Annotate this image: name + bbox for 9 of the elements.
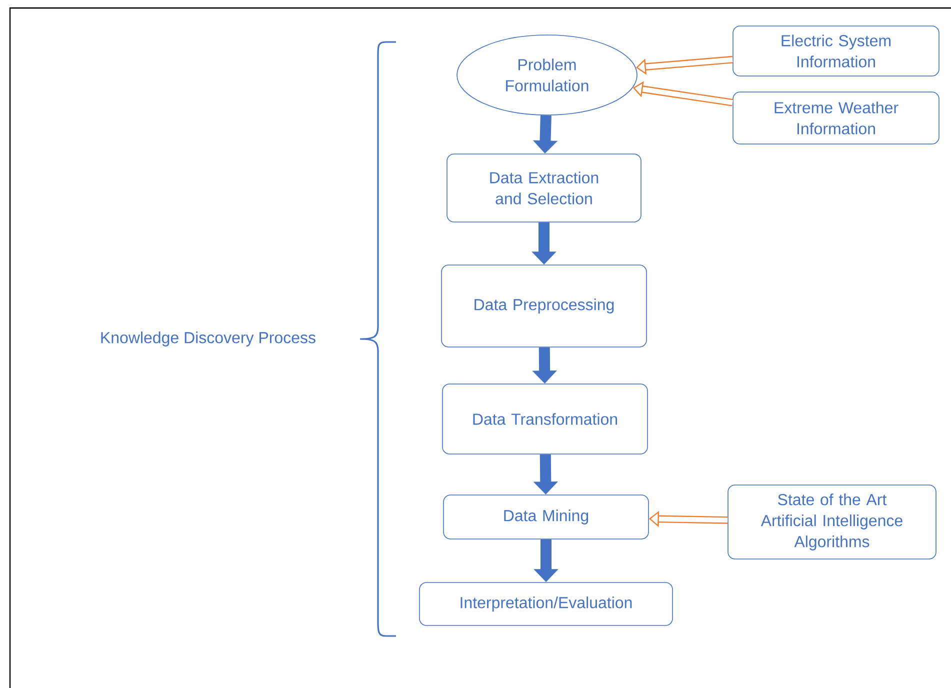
- process-box: Data Preprocessing: [441, 264, 647, 348]
- process-box: Data Extraction and Selection: [446, 154, 642, 222]
- process-box: Interpretation/Evaluation: [419, 582, 673, 626]
- process-box: Data Mining: [443, 494, 649, 540]
- process-box: Electric System Information: [732, 26, 940, 76]
- process-box: Extreme Weather Information: [732, 92, 940, 144]
- label: Knowledge Discovery Process: [101, 332, 316, 346]
- process-box: Data Transformation: [442, 384, 648, 454]
- process-box: State of the Art Artificial Intelligence Algorithms: [728, 484, 936, 560]
